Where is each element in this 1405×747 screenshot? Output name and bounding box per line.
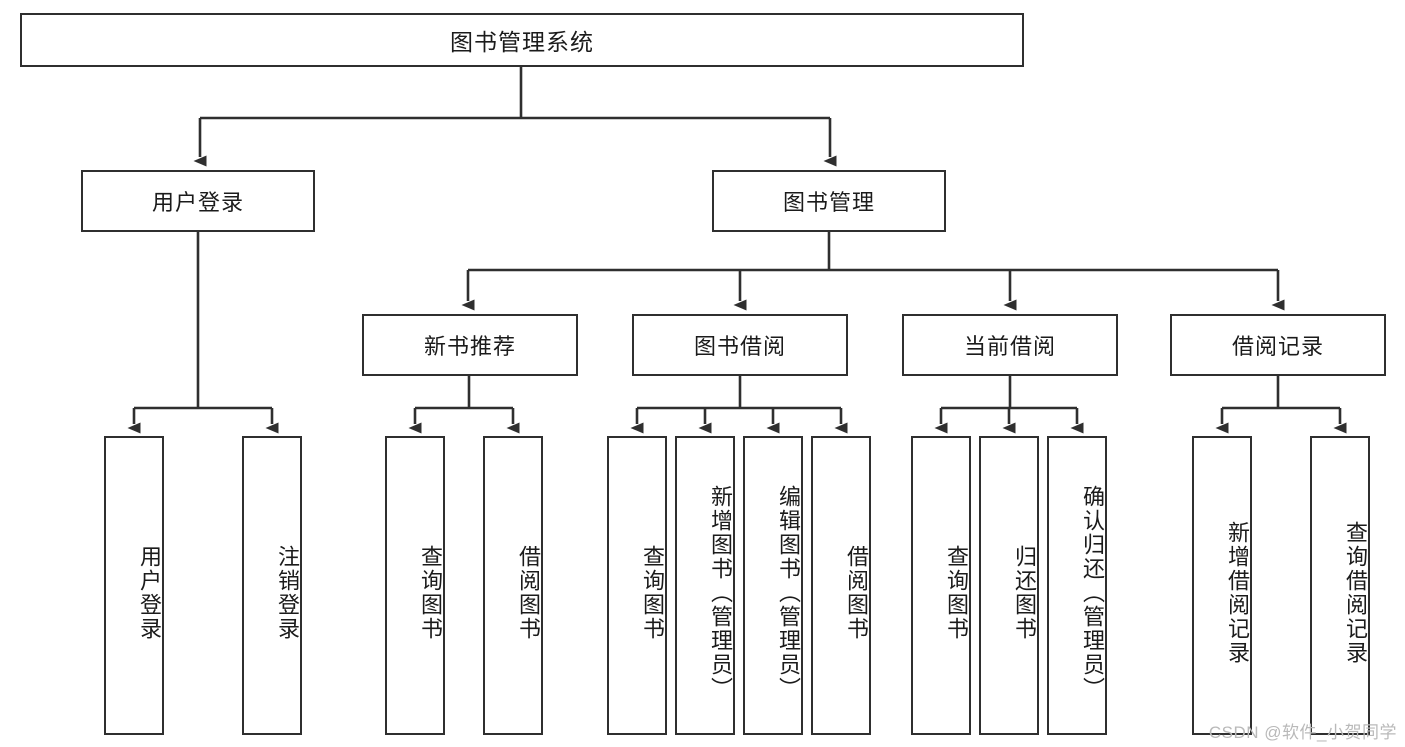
leaf-user-login-logout[interactable]: 注销登录 — [242, 436, 302, 735]
leaf-new-book-borrow-book[interactable]: 借阅图书 — [483, 436, 543, 735]
leaf-borrow-record-add-record[interactable]: 新增借阅记录 — [1192, 436, 1252, 735]
leaf-new-book-query-book[interactable]: 查询图书 — [385, 436, 445, 735]
node-user-login[interactable]: 用户登录 — [81, 170, 315, 232]
watermark: CSDN @软件_小贺同学 — [1208, 723, 1397, 742]
leaf-book-borrow-query-book[interactable]: 查询图书 — [607, 436, 667, 735]
node-borrow-record[interactable]: 借阅记录 — [1170, 314, 1386, 376]
node-current-borrow[interactable]: 当前借阅 — [902, 314, 1118, 376]
leaf-book-borrow-edit-book-admin[interactable]: 编辑图书（管理员） — [743, 436, 803, 735]
leaf-book-borrow-add-book-admin[interactable]: 新增图书（管理员） — [675, 436, 735, 735]
node-book-management[interactable]: 图书管理 — [712, 170, 946, 232]
node-book-borrow[interactable]: 图书借阅 — [632, 314, 848, 376]
leaf-current-borrow-confirm-return-admin[interactable]: 确认归还（管理员） — [1047, 436, 1107, 735]
leaf-user-login-login[interactable]: 用户登录 — [104, 436, 164, 735]
node-new-book-recommend[interactable]: 新书推荐 — [362, 314, 578, 376]
leaf-book-borrow-borrow-book[interactable]: 借阅图书 — [811, 436, 871, 735]
leaf-borrow-record-query-record[interactable]: 查询借阅记录 — [1310, 436, 1370, 735]
node-root-book-management-system[interactable]: 图书管理系统 — [20, 13, 1024, 67]
leaf-current-borrow-query-book[interactable]: 查询图书 — [911, 436, 971, 735]
leaf-current-borrow-return-book[interactable]: 归还图书 — [979, 436, 1039, 735]
